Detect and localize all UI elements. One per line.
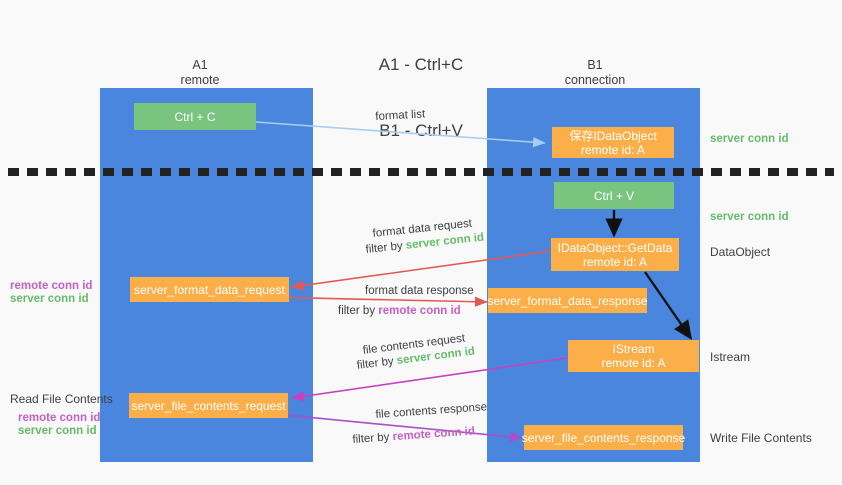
node-ctrl-c-line1: Ctrl + C: [174, 109, 216, 124]
node-ctrl-c[interactable]: Ctrl + C: [134, 103, 256, 130]
edge-label-file-contents-response: file contents response: [375, 400, 488, 423]
edge-label-format-list: format list: [375, 107, 426, 125]
node-istream-line2: remote id: A: [601, 356, 666, 370]
node-istream-line1: IStream: [612, 342, 655, 356]
node-server-format-data-request-line1: server_format_data_request: [134, 282, 285, 297]
node-save-idataobject-line2: remote id: A: [580, 142, 646, 157]
filter-token-remote-conn-id: remote conn id: [392, 425, 476, 444]
node-idataobject-getdata[interactable]: IDataObject::GetData remote id: A: [551, 238, 679, 271]
lane-a1-role: remote: [180, 73, 220, 87]
phase-divider: [8, 168, 834, 176]
node-idataobject-getdata-line2: remote id: A: [582, 254, 648, 269]
node-ctrl-v-line1: Ctrl + V: [593, 188, 635, 203]
edge-label-file-contents-response-filter: filter by remote conn id: [352, 424, 475, 448]
filter-prefix: filter by: [365, 239, 407, 256]
title-line-1: A1 - Ctrl+C: [378, 55, 464, 74]
node-server-file-contents-response[interactable]: server_file_contents_response: [521, 425, 686, 450]
edge-label-format-data-response-filter: filter by remote conn id: [338, 304, 461, 319]
annotation-left-remote-conn-id-bot: remote conn id: [18, 412, 101, 424]
node-server-file-contents-request-line1: server_file_contents_request: [131, 398, 286, 413]
node-server-format-data-response-line1: server_format_data_response: [487, 293, 648, 308]
lane-a1-name: A1: [192, 58, 208, 72]
lane-b1-name: B1: [587, 58, 603, 72]
edge-label-format-data-response-text: format data response: [365, 285, 474, 297]
node-idataobject-getdata-line1: IDataObject::GetData: [557, 240, 673, 255]
annotation-server-conn-id-top: server conn id: [710, 133, 789, 145]
filter-prefix: filter by: [352, 431, 394, 446]
node-istream[interactable]: IStream remote id: A: [568, 340, 699, 372]
annotation-read-file-contents: Read File Contents: [10, 392, 113, 406]
node-server-format-data-request[interactable]: server_format_data_request: [130, 277, 289, 302]
filter-token-remote-conn-id: remote conn id: [378, 305, 461, 317]
lane-header-a1: A1 remote: [115, 58, 285, 88]
annotation-istream: Istream: [710, 350, 751, 364]
annotation-left-server-conn-id-bot: server conn id: [18, 425, 97, 437]
edge-label-format-list-text: format list: [375, 108, 426, 123]
lane-header-b1: B1 connection: [510, 58, 680, 88]
annotation-left-server-conn-id-mid: server conn id: [10, 293, 89, 305]
annotation-write-file-contents: Write File Contents: [710, 431, 812, 445]
node-server-file-contents-response-line1: server_file_contents_response: [521, 430, 686, 445]
annotation-server-conn-id-mid: server conn id: [710, 211, 789, 223]
filter-prefix: filter by: [356, 355, 398, 372]
annotation-left-remote-conn-id-mid: remote conn id: [10, 280, 93, 292]
edge-label-format-data-response: format data response: [365, 284, 474, 299]
filter-prefix: filter by: [338, 305, 379, 317]
lane-b1-role: connection: [564, 73, 626, 87]
annotation-dataobject: DataObject: [710, 245, 771, 259]
node-server-file-contents-request[interactable]: server_file_contents_request: [129, 393, 288, 418]
edge-label-file-contents-response-text: file contents response: [375, 401, 488, 421]
node-save-idataobject-line1: 保存IDataObject: [569, 128, 657, 143]
node-ctrl-v[interactable]: Ctrl + V: [554, 182, 674, 209]
node-server-format-data-response[interactable]: server_format_data_response: [487, 288, 648, 313]
node-save-idataobject[interactable]: 保存IDataObject remote id: A: [552, 127, 674, 158]
